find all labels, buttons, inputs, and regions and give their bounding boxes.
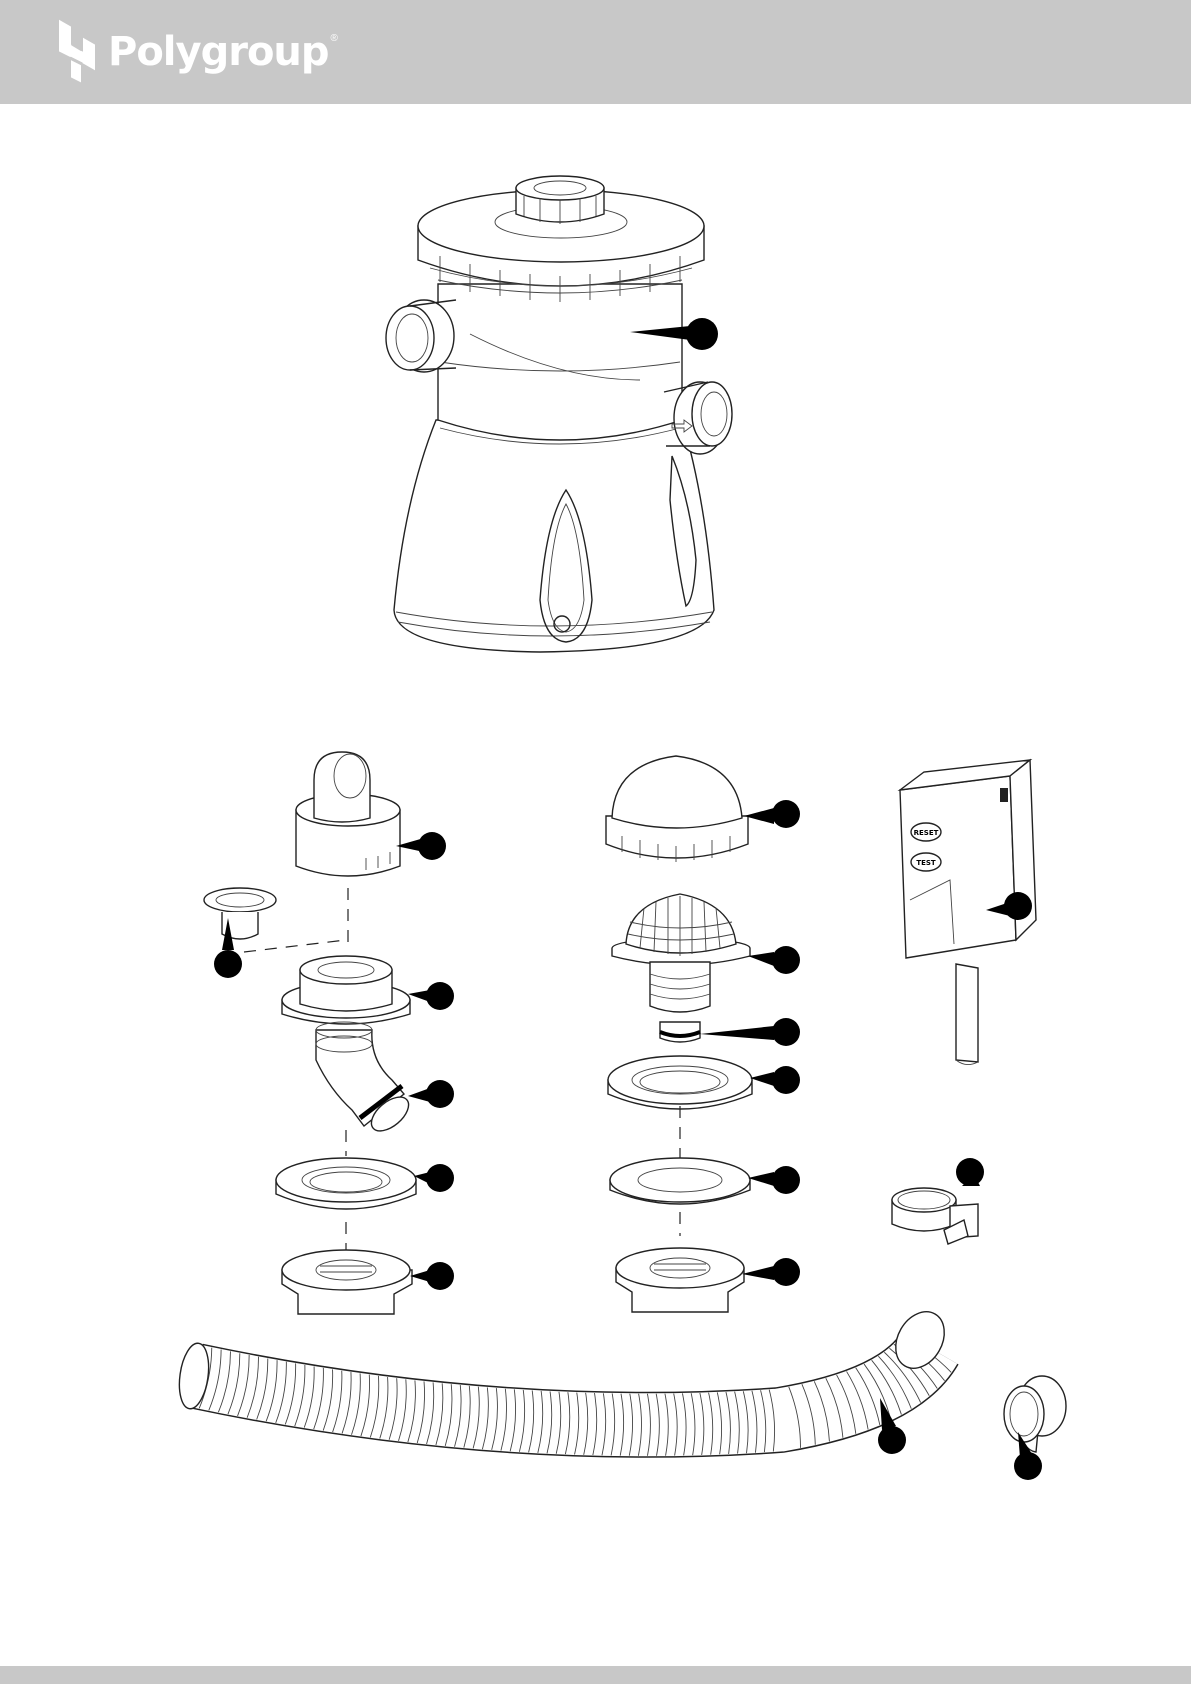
callout-left-nut	[410, 1262, 454, 1290]
page-footer-bar	[0, 1666, 1191, 1684]
inlet-flange	[282, 956, 410, 1024]
polygroup-logo-icon	[54, 14, 100, 90]
callout-right-flat-washer	[748, 1166, 800, 1194]
callout-strainer-cap	[744, 800, 800, 828]
right-nut	[616, 1248, 744, 1312]
hose-adapter	[1004, 1376, 1066, 1452]
elbow-connector	[316, 1022, 415, 1137]
callout-hose-clamp	[956, 1158, 984, 1186]
callout-inlet-flange	[408, 982, 454, 1010]
strainer-grid	[612, 894, 750, 1012]
callout-left-flat-washer	[414, 1164, 454, 1192]
callout-elbow-connector	[408, 1080, 454, 1108]
registered-mark: ®	[331, 33, 338, 44]
left-flat-washer	[276, 1158, 416, 1209]
exploded-parts-diagram: RESET TEST	[0, 104, 1191, 1666]
o-ring	[660, 1022, 700, 1042]
brand-logo: Polygroup ®	[54, 14, 338, 90]
left-nut	[282, 1250, 412, 1314]
plunger-plug	[204, 888, 276, 939]
callout-right-nut	[742, 1258, 800, 1286]
pump-housing	[386, 176, 732, 652]
gfci-test-label: TEST	[916, 859, 936, 867]
threaded-washer	[608, 1056, 752, 1109]
callout-o-ring	[700, 1018, 800, 1046]
right-flat-washer	[610, 1158, 750, 1204]
callout-strainer-grid	[748, 946, 800, 974]
hose-clamp	[892, 1188, 978, 1244]
callout-strainer-inlet-fitting	[396, 832, 446, 860]
brand-name: Polygroup	[108, 29, 329, 75]
gfci-reset-label: RESET	[914, 829, 939, 837]
strainer-inlet-fitting	[296, 752, 400, 876]
callout-threaded-washer	[750, 1066, 800, 1094]
strainer-cap	[606, 756, 748, 862]
page-header: Polygroup ®	[0, 0, 1191, 104]
hose	[176, 1303, 955, 1456]
